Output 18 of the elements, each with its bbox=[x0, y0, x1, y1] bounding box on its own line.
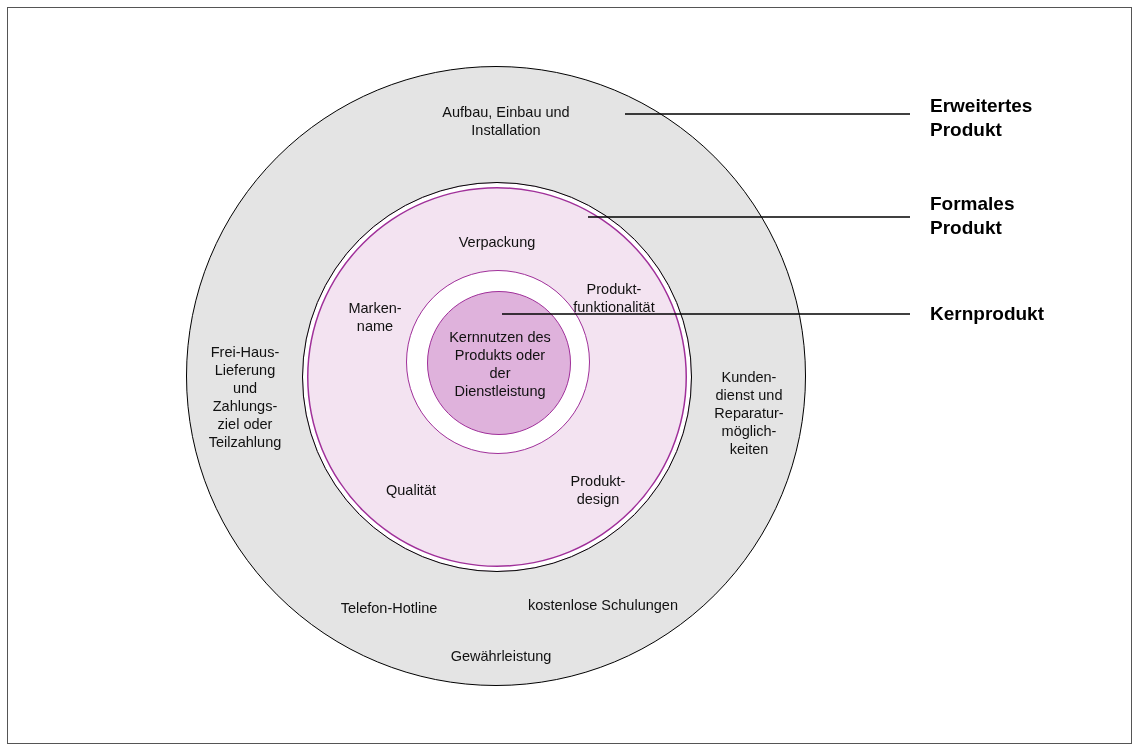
item-label: Verpackung bbox=[457, 233, 537, 251]
item-label: Gewährleistung bbox=[449, 647, 553, 665]
item-label: Qualität bbox=[385, 481, 437, 499]
item-label: Kunden-dienst und Reparatur-möglich-keiten bbox=[713, 368, 785, 458]
leader-line bbox=[587, 216, 911, 218]
callout-label: Formales Produkt bbox=[930, 192, 1080, 240]
item-label: Produkt-design bbox=[569, 472, 627, 508]
item-label: Aufbau, Einbau und Installation bbox=[441, 103, 571, 139]
item-label: Frei-Haus-Lieferung und Zahlungs-ziel oder Teilzahlung bbox=[207, 343, 283, 451]
callout-label: Erweitertes Produkt bbox=[930, 94, 1080, 142]
callout-label: Kernprodukt bbox=[930, 302, 1080, 326]
item-label: Kernnutzen des Produkts oder der Dienstleistung bbox=[448, 328, 552, 400]
item-label: Produkt-funktionalität bbox=[572, 280, 656, 316]
leader-line bbox=[624, 113, 911, 115]
leader-line bbox=[501, 313, 911, 315]
item-label: Marken-name bbox=[347, 299, 403, 335]
item-label: Telefon-Hotline bbox=[339, 599, 439, 617]
item-label: kostenlose Schulungen bbox=[527, 596, 679, 614]
